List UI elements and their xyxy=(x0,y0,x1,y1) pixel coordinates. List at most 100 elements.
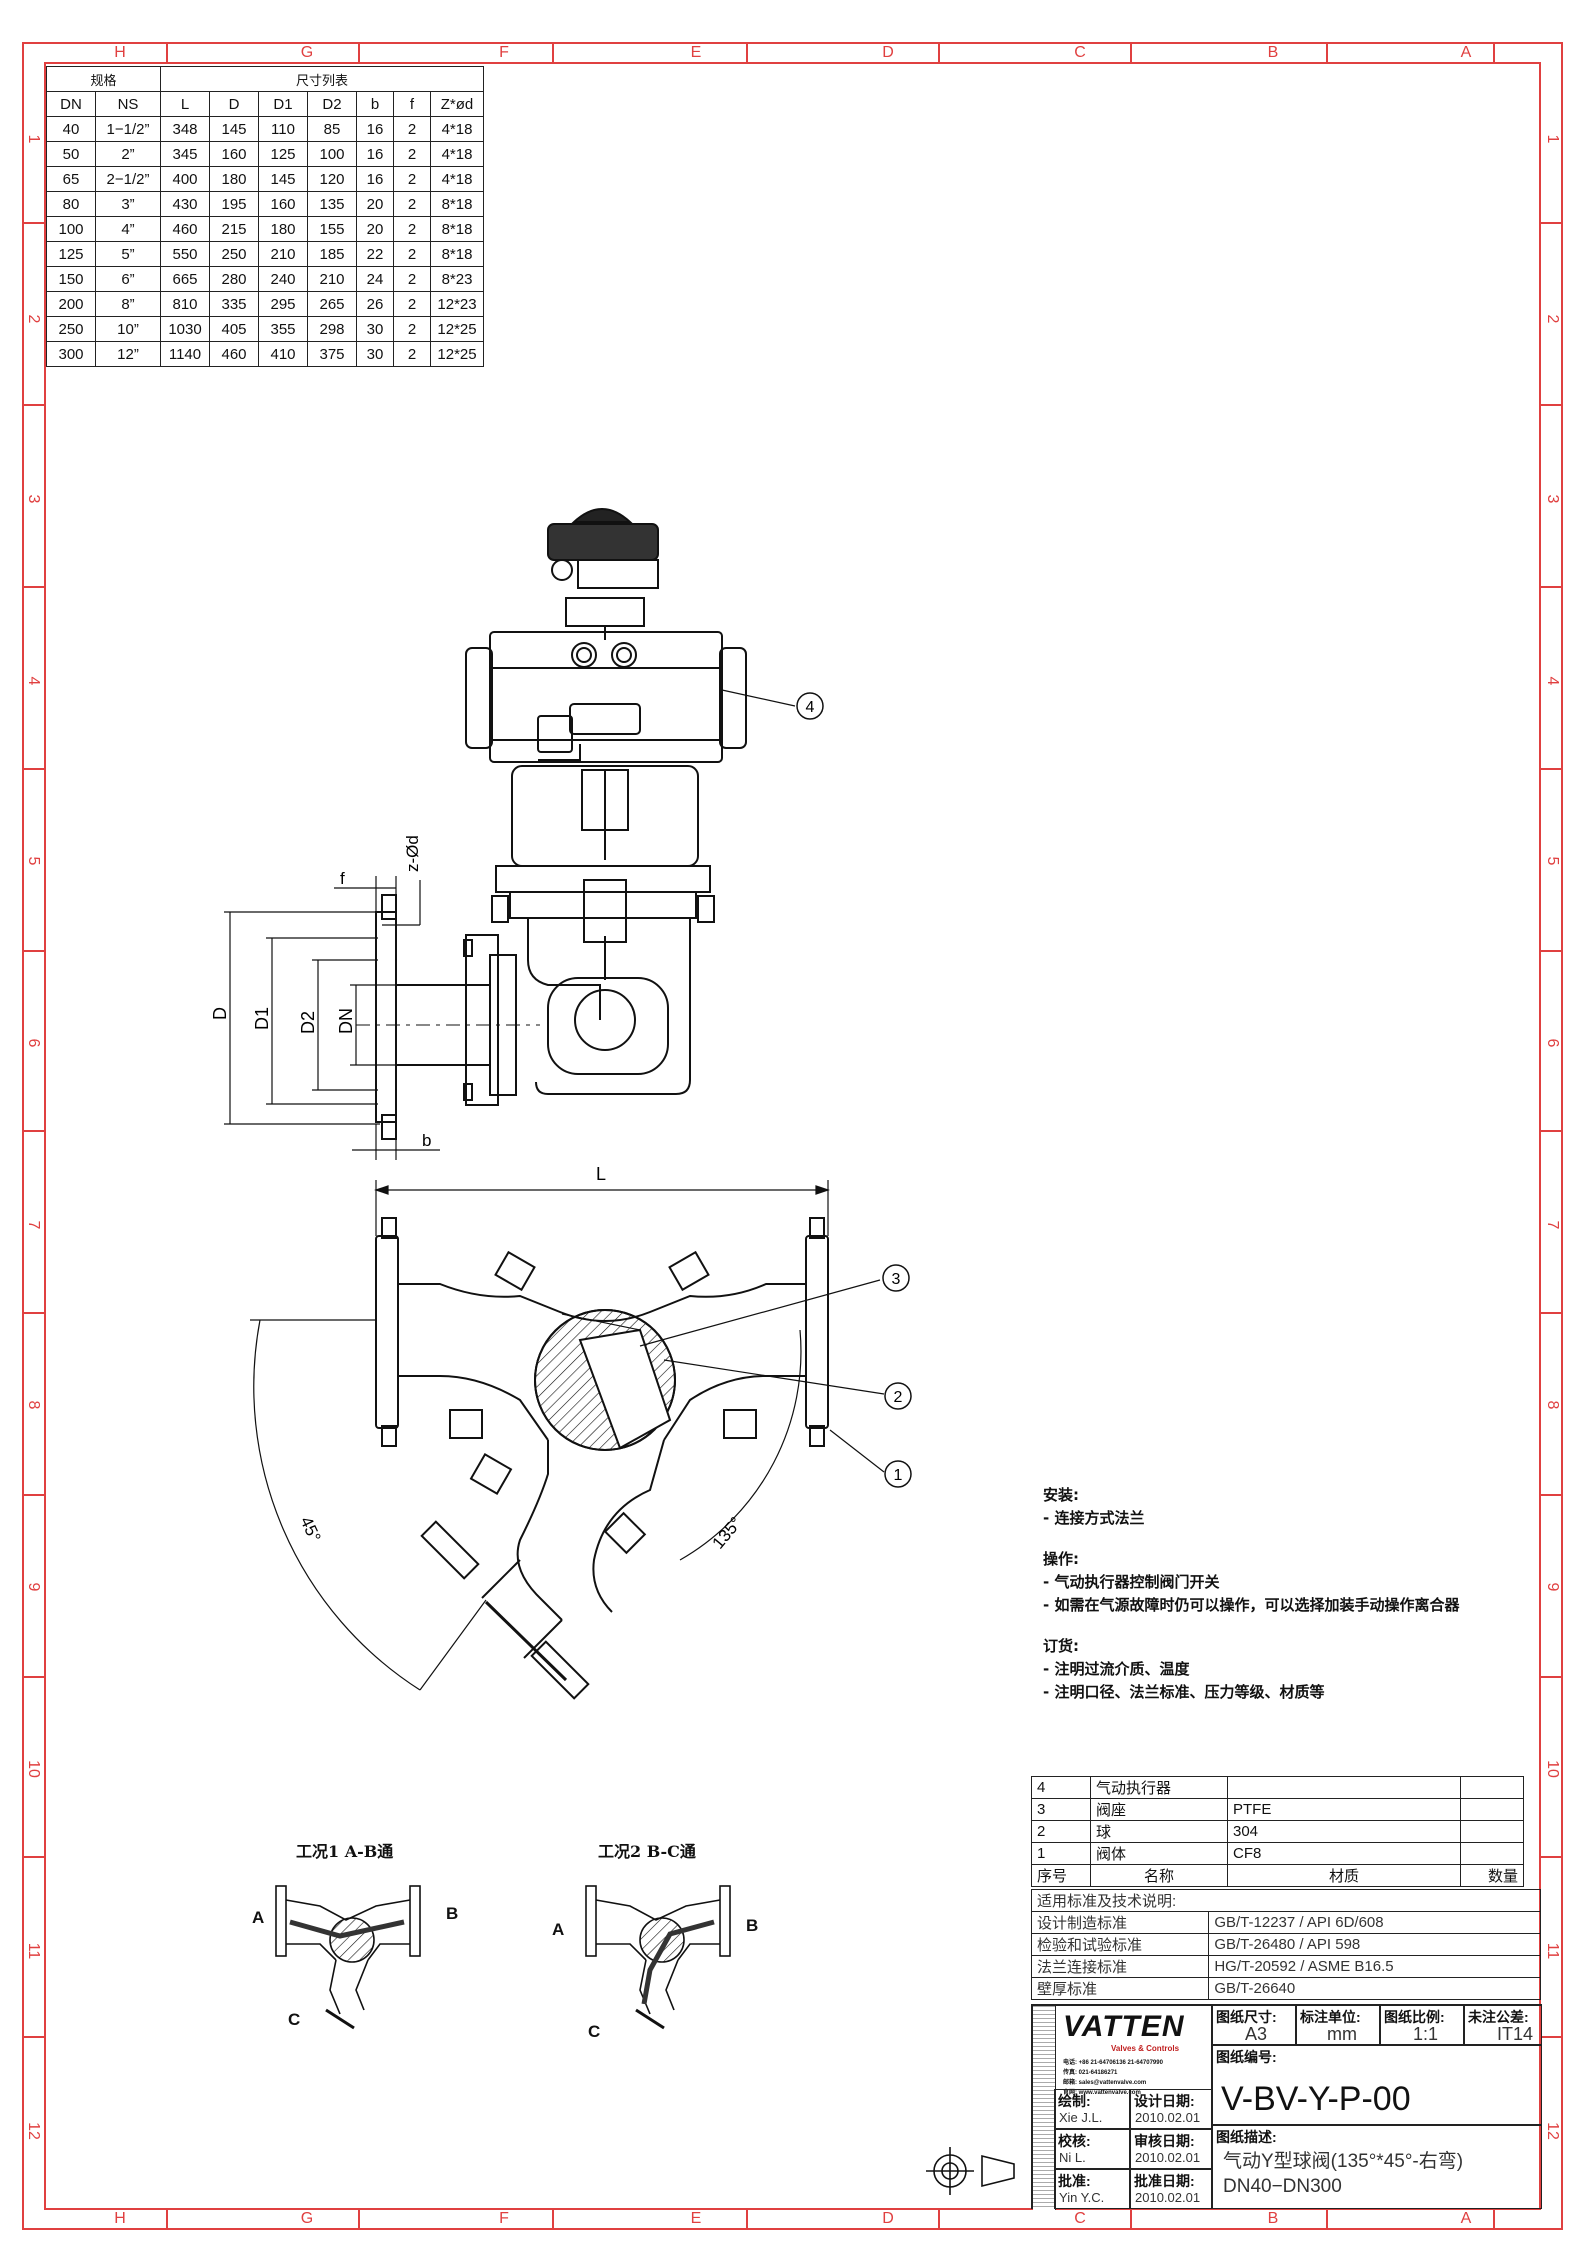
table-cell: 145 xyxy=(258,166,308,192)
table-cell: 460 xyxy=(160,216,210,242)
zone-top-C: C xyxy=(1074,44,1086,61)
order-item-1: - 注明过流介质、温度 xyxy=(1043,1660,1190,1678)
table-cell: 8*18 xyxy=(430,216,484,242)
case1-diagram xyxy=(275,1885,421,2030)
side-flange xyxy=(356,894,540,1140)
vertical-fine-print xyxy=(1033,2006,1056,2210)
dim-DN-label: DN xyxy=(336,1008,356,1034)
svg-text:2: 2 xyxy=(894,1389,903,1406)
table-cell: 50 xyxy=(46,141,96,167)
description-line2: DN40−DN300 xyxy=(1223,2176,1342,2197)
col-l: L xyxy=(160,91,210,117)
table-cell: 180 xyxy=(258,216,308,242)
case2-port-b: B xyxy=(746,1916,759,1935)
zone-top-F: F xyxy=(499,44,509,61)
table-cell: 12*25 xyxy=(430,316,484,342)
svg-text:4: 4 xyxy=(806,699,815,716)
dim-b-label: b xyxy=(422,1131,431,1150)
svg-text:1: 1 xyxy=(894,1467,903,1484)
operation-title: 操作: xyxy=(1043,1550,1079,1568)
table-cell: 2−1/2” xyxy=(95,166,161,192)
col-zod: Z*ød xyxy=(430,91,484,117)
table-cell: 250 xyxy=(209,241,259,267)
table-cell: 1140 xyxy=(160,341,210,367)
table-cell: 120 xyxy=(307,166,357,192)
table-cell: 12” xyxy=(95,341,161,367)
description-line1: 气动Y型球阀(135°*45°-右弯) xyxy=(1223,2151,1464,2172)
install-item-1: - 连接方式法兰 xyxy=(1043,1509,1145,1527)
bom-row: 3 阀座 PTFE xyxy=(1031,1798,1524,1821)
bonnet-flange xyxy=(491,865,715,943)
table-cell: 12*25 xyxy=(430,341,484,367)
table-cell: 2 xyxy=(393,216,431,242)
limit-switch-box xyxy=(547,508,659,640)
table-cell: 2 xyxy=(393,266,431,292)
zone-top-E: E xyxy=(690,44,702,61)
balloon-2: 2 xyxy=(884,1382,912,1410)
col-dn: DN xyxy=(46,91,96,117)
zone-bot-D: D xyxy=(882,2210,894,2227)
table-cell: 20 xyxy=(356,191,394,217)
table-cell: 215 xyxy=(209,216,259,242)
table-cell: 265 xyxy=(307,291,357,317)
table-cell: 150 xyxy=(46,266,96,292)
table-cell: 300 xyxy=(46,341,96,367)
zone-bot-G: G xyxy=(300,2210,314,2227)
case2-title: 工况2 B-C通 xyxy=(598,1842,696,1861)
pneumatic-actuator xyxy=(465,631,747,763)
zone-bot-B: B xyxy=(1267,2210,1279,2227)
table-cell: 145 xyxy=(209,116,259,142)
table-cell: 24 xyxy=(356,266,394,292)
table-cell: 8*23 xyxy=(430,266,484,292)
case1-port-b: B xyxy=(446,1904,459,1923)
table-cell: 280 xyxy=(209,266,259,292)
standards-title: 适用标准及技术说明: xyxy=(1031,1889,1541,1912)
bom-row: 1 阀体 CF8 xyxy=(1031,1842,1524,1865)
notes-panel: 安装: - 连接方式法兰 操作: - 气动执行器控制阀门开关 - 如需在气源故障… xyxy=(1043,1484,1473,1704)
table-cell: 460 xyxy=(209,341,259,367)
balloon-1: 1 xyxy=(884,1460,912,1488)
table-cell: 210 xyxy=(258,241,308,267)
zone-bot-E: E xyxy=(690,2210,702,2227)
zone-bot-H: H xyxy=(114,2210,126,2227)
dim-L-label: L xyxy=(596,1164,606,1184)
case1-port-c: C xyxy=(288,2010,301,2029)
table-cell: 2” xyxy=(95,141,161,167)
zone-bot-A: A xyxy=(1460,2210,1472,2227)
zone-top-A: A xyxy=(1460,44,1472,61)
leader-lines xyxy=(639,689,885,1473)
table-cell: 80 xyxy=(46,191,96,217)
table-cell: 22 xyxy=(356,241,394,267)
bom-row: 2 球 304 xyxy=(1031,1820,1524,1843)
angle-45-label: 45° xyxy=(296,1514,324,1545)
dim-D1-label: D1 xyxy=(252,1007,272,1030)
bom-table: 4 气动执行器 3 阀座 PTFE 2 球 304 1 阀体 CF8 序号 名称… xyxy=(1031,1776,1524,1887)
table-cell: 2 xyxy=(393,241,431,267)
company-logo: VATTEN xyxy=(1063,2010,1185,2043)
case2-diagram xyxy=(585,1885,731,2030)
table-cell: 405 xyxy=(209,316,259,342)
case2-port-a: A xyxy=(552,1920,565,1939)
dim-D2-label: D2 xyxy=(298,1011,318,1034)
length-dimension xyxy=(374,1180,830,1236)
dim-f-label: f xyxy=(340,869,345,888)
table-cell: 5” xyxy=(95,241,161,267)
table-cell: 1−1/2” xyxy=(95,116,161,142)
table-cell: 375 xyxy=(307,341,357,367)
table-cell: 2 xyxy=(393,116,431,142)
svg-text:3: 3 xyxy=(892,1271,901,1288)
zone-top-B: B xyxy=(1267,44,1279,61)
operation-item-1: - 气动执行器控制阀门开关 xyxy=(1043,1573,1220,1591)
angle-135-label: 135° xyxy=(709,1513,746,1552)
table-cell: 335 xyxy=(209,291,259,317)
